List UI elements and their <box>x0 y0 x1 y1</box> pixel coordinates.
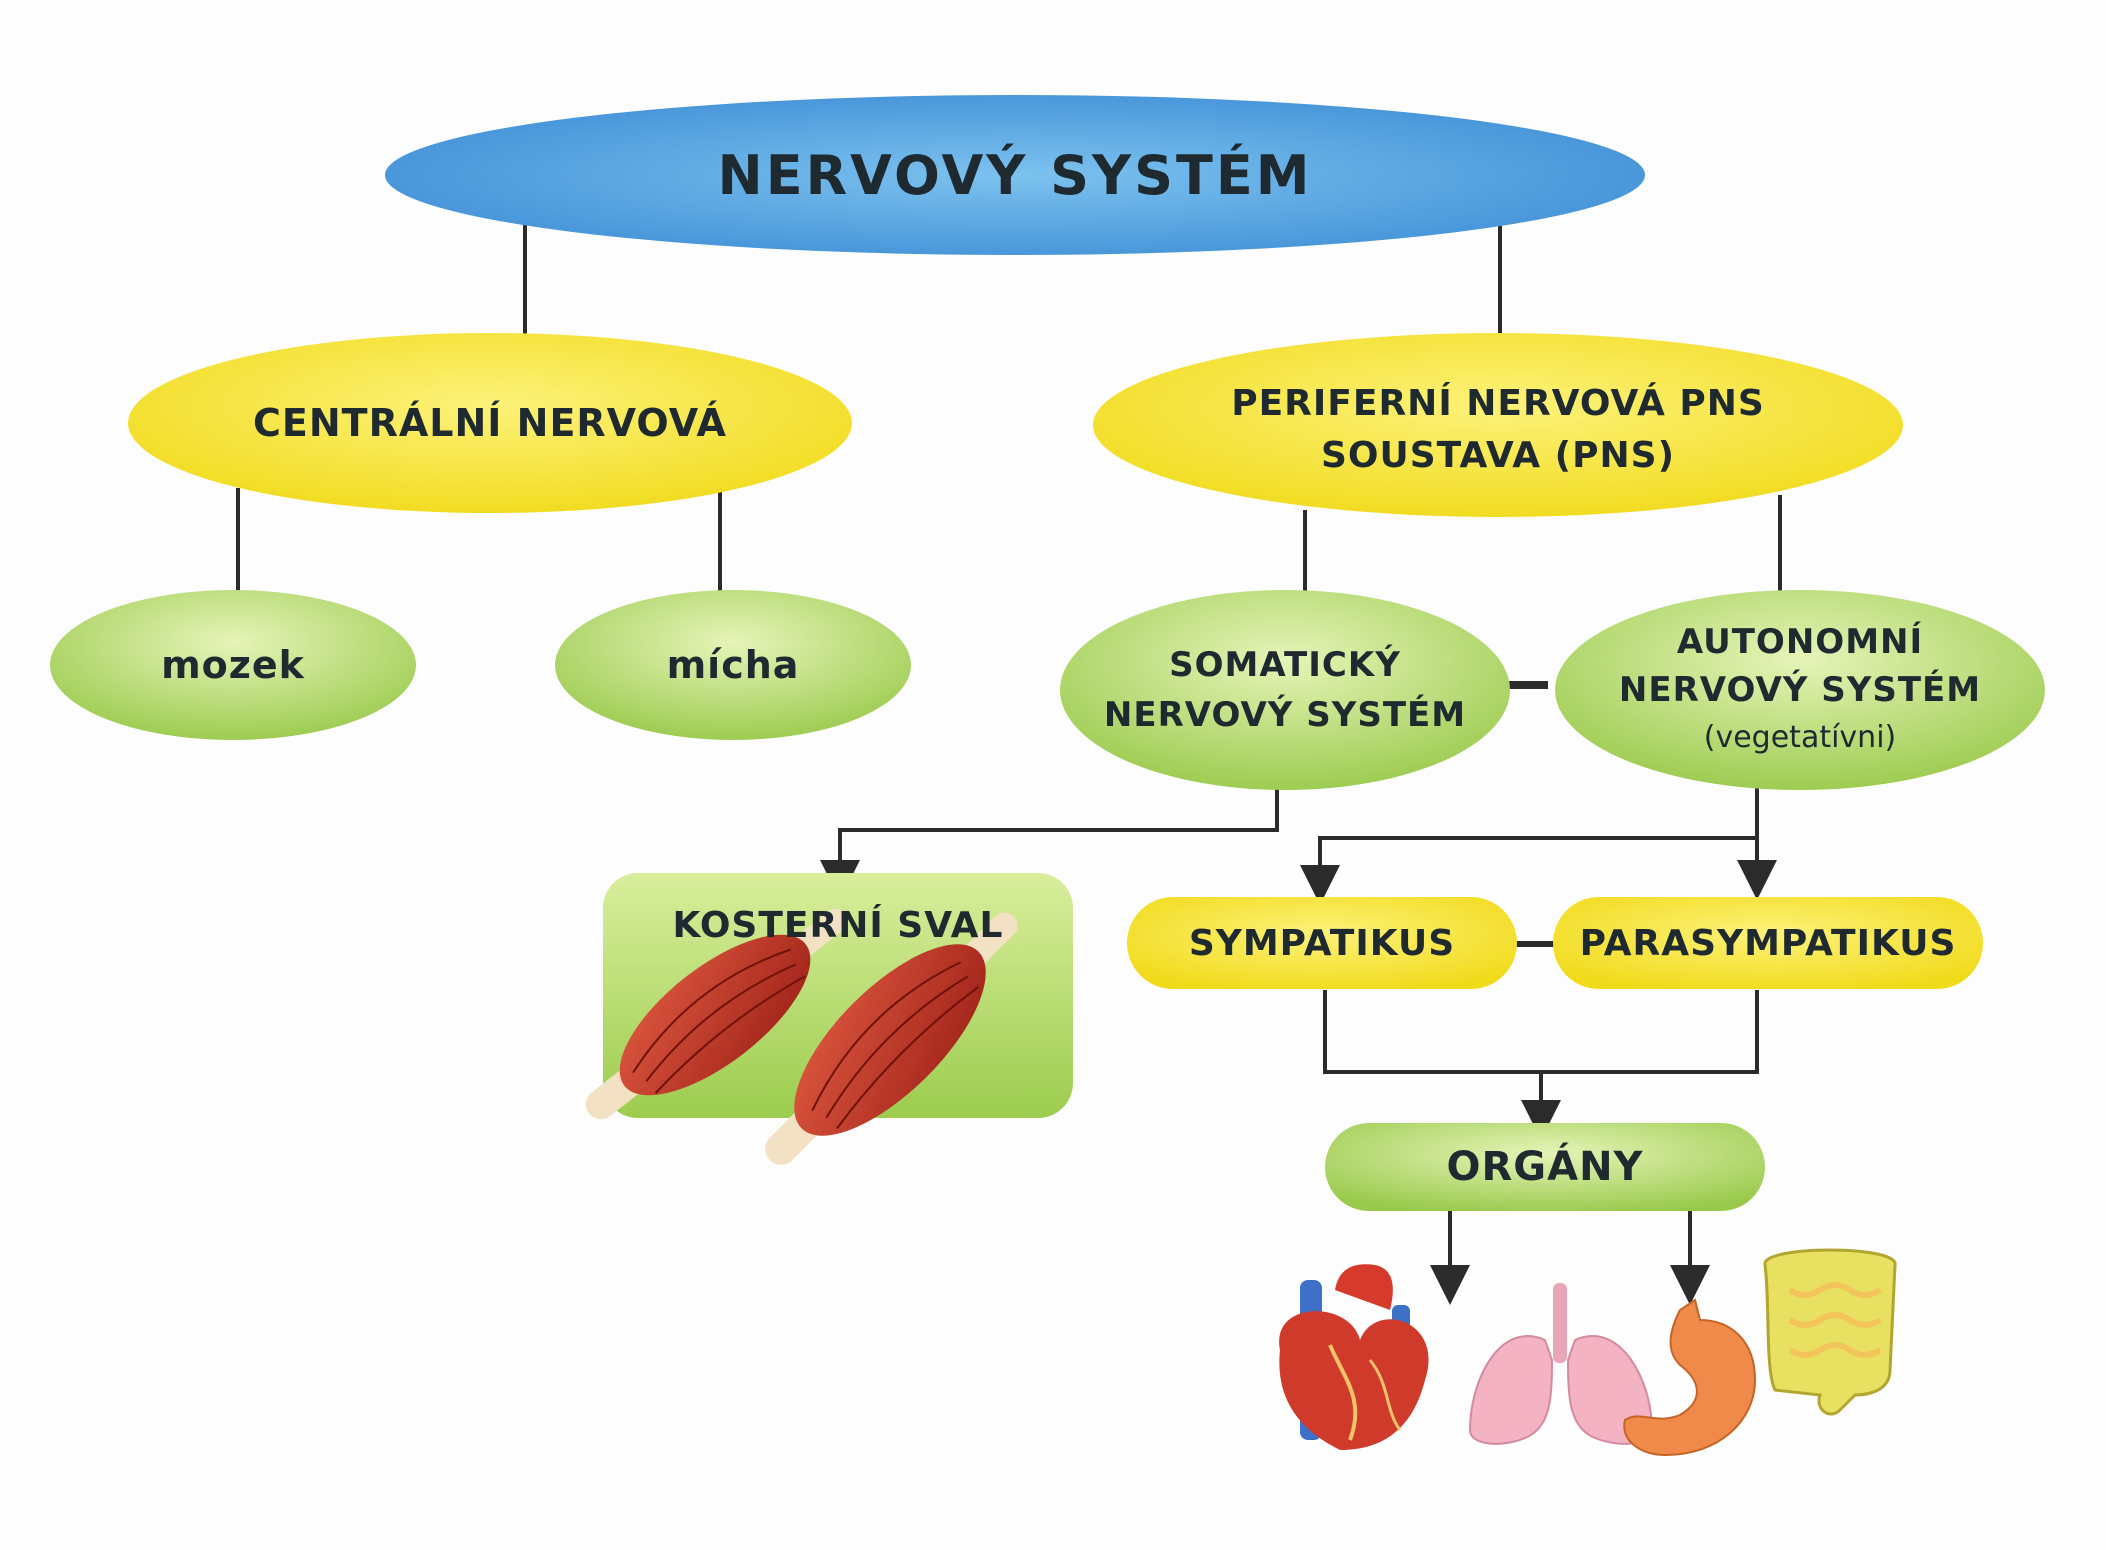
title-label: NERVOVÝ SYSTÉM <box>385 115 1645 235</box>
somatic-label: SOMATICKÝ NERVOVÝ SYSTÉM <box>1060 615 1510 765</box>
peripheral-line-1: PERIFERNÍ NERVOVÁ PNS <box>1231 378 1765 430</box>
somatic-line-1: SOMATICKÝ <box>1169 640 1401 690</box>
parasympathetic-label: PARASYMPATIKUS <box>1553 897 1983 989</box>
spinal-cord-label: mícha <box>555 620 911 710</box>
autonomic-line-1: AUTONOMNÍ <box>1677 618 1923 666</box>
autonomic-label: AUTONOMNÍ NERVOVÝ SYSTÉM (vegetatívni) <box>1555 610 2045 770</box>
sympathetic-label: SYMPATIKUS <box>1127 897 1517 989</box>
brain-label: mozek <box>50 620 416 710</box>
central-nervous-label: CENTRÁLNÍ NERVOVÁ <box>128 370 852 476</box>
heart-icon <box>1279 1264 1428 1450</box>
somatic-line-2: NERVOVÝ SYSTÉM <box>1104 690 1466 740</box>
autonomic-line-3: (vegetatívni) <box>1704 714 1896 762</box>
skeletal-muscle-label: KOSTERNÍ SVAL <box>603 895 1073 955</box>
peripheral-line-2: SOUSTAVA (PNS) <box>1321 430 1675 482</box>
stomach-icon <box>1624 1300 1755 1455</box>
peripheral-nervous-label: PERIFERNÍ NERVOVÁ PNS SOUSTAVA (PNS) <box>1093 375 1903 485</box>
organs-label: ORGÁNY <box>1325 1123 1765 1211</box>
autonomic-line-2: NERVOVÝ SYSTÉM <box>1619 666 1981 714</box>
intestines-icon <box>1765 1250 1895 1414</box>
